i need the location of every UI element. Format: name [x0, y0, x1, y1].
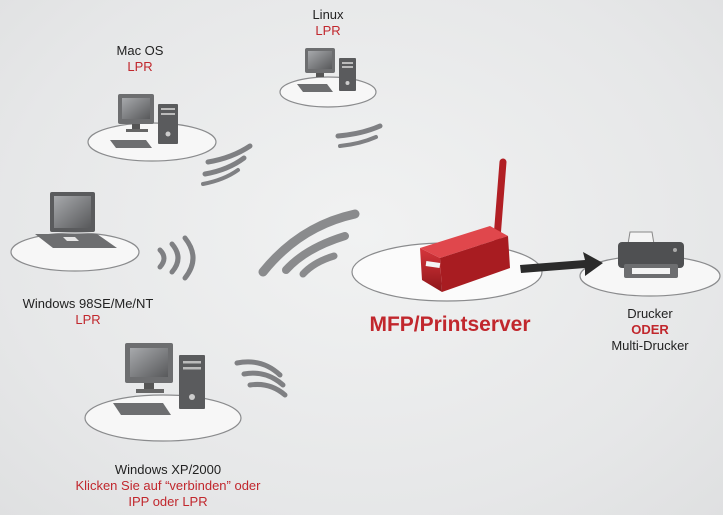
node-printer-or: ODER — [631, 322, 669, 337]
wireless-signal-icon — [234, 359, 288, 398]
node-printer-alt: Multi-Drucker — [611, 338, 689, 353]
computer-icon — [113, 343, 205, 415]
computer-icon — [110, 94, 178, 148]
printer-icon — [618, 231, 684, 278]
node-winxp-name: Windows XP/2000 — [114, 462, 222, 477]
wireless-signal-icon — [157, 235, 196, 281]
node-macos-protocol: LPR — [127, 59, 153, 74]
wireless-signal-icon — [335, 123, 383, 148]
node-printer-name: Drucker — [627, 306, 673, 321]
wireless-signal-icon — [201, 143, 253, 186]
arrow-right-icon — [520, 252, 603, 276]
node-win98: Windows 98SE/Me/NT LPR — [0, 296, 176, 328]
node-printer: Drucker ODER Multi-Drucker — [595, 306, 705, 354]
node-linux: Linux LPR — [288, 7, 368, 39]
laptop-icon — [35, 192, 117, 248]
node-winxp-line2: IPP oder LPR — [128, 494, 208, 509]
node-macos-name: Mac OS — [116, 43, 164, 58]
node-macos: Mac OS LPR — [100, 43, 180, 75]
node-printserver-title: MFP/Printserver — [369, 313, 531, 336]
node-win98-protocol: LPR — [75, 312, 101, 327]
node-winxp: Windows XP/2000 Klicken Sie auf “verbind… — [40, 462, 296, 510]
node-winxp-line1: Klicken Sie auf “verbinden” oder — [75, 478, 261, 493]
node-win98-name: Windows 98SE/Me/NT — [22, 296, 154, 311]
platform-winxp — [84, 394, 242, 442]
platform-macos — [87, 122, 217, 162]
wireless-signal-icon — [258, 209, 360, 278]
computer-icon — [297, 48, 356, 92]
node-linux-protocol: LPR — [315, 23, 341, 38]
node-linux-name: Linux — [312, 7, 344, 22]
printserver-icon — [420, 158, 510, 292]
